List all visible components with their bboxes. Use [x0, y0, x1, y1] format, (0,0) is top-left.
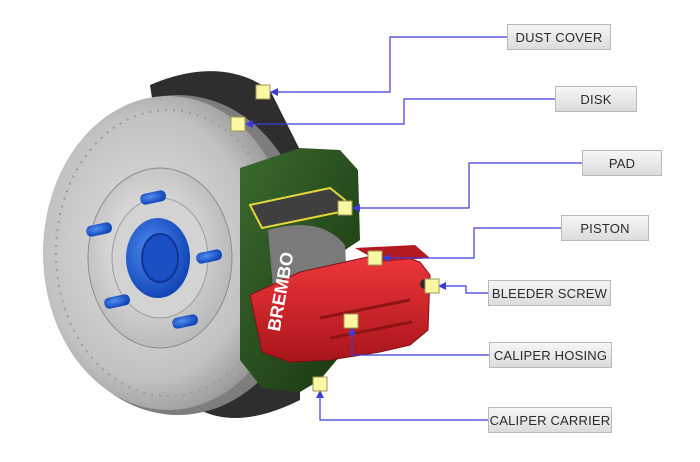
leader-piston	[382, 227, 561, 259]
bearing-inner	[141, 233, 179, 283]
stud-2	[86, 222, 113, 237]
arrow-bleeder-screw	[438, 282, 446, 290]
arrow-caliper-carrier	[316, 390, 324, 398]
label-caliper-hosing: CALIPER HOSING	[489, 342, 612, 368]
marker-caliper-hosing	[343, 313, 359, 329]
marker-pad	[337, 200, 353, 216]
label-pad: PAD	[582, 150, 662, 176]
caliper-fin-1	[319, 298, 411, 320]
leader-bleeder-screw	[438, 285, 488, 294]
marker-piston	[367, 250, 383, 266]
stud-3	[196, 249, 223, 264]
wheel-studs	[86, 190, 223, 329]
leader-dust-cover	[270, 36, 507, 93]
stud-5	[172, 314, 199, 329]
leader-pad	[352, 162, 582, 209]
arrow-disk	[245, 120, 253, 128]
part-markers	[230, 84, 440, 392]
label-piston: PISTON	[561, 215, 649, 241]
leader-caliper-carrier	[319, 390, 488, 421]
label-dust-cover: DUST COVER	[507, 24, 611, 50]
label-disk: DISK	[555, 86, 637, 112]
stud-4	[104, 294, 131, 309]
arrow-piston	[382, 254, 390, 262]
marker-dust-cover	[255, 84, 271, 100]
arrow-dust-cover	[270, 88, 278, 96]
caliper-housing	[249, 251, 431, 363]
leader-lines	[245, 36, 582, 421]
marker-bleeder-screw	[424, 278, 440, 294]
leader-caliper-hosing	[351, 327, 489, 356]
arrow-pad	[352, 204, 360, 212]
stud-1	[140, 190, 167, 205]
label-caliper-carrier: CALIPER CARRIER	[488, 407, 612, 433]
label-bleeder-screw: BLEEDER SCREW	[488, 280, 611, 306]
marker-disk	[230, 116, 246, 132]
leader-arrowheads	[245, 88, 446, 398]
marker-caliper-carrier	[312, 376, 328, 392]
leader-disk	[245, 98, 555, 125]
caliper-fin-2	[329, 320, 413, 340]
arrow-caliper-hosing	[348, 327, 356, 335]
